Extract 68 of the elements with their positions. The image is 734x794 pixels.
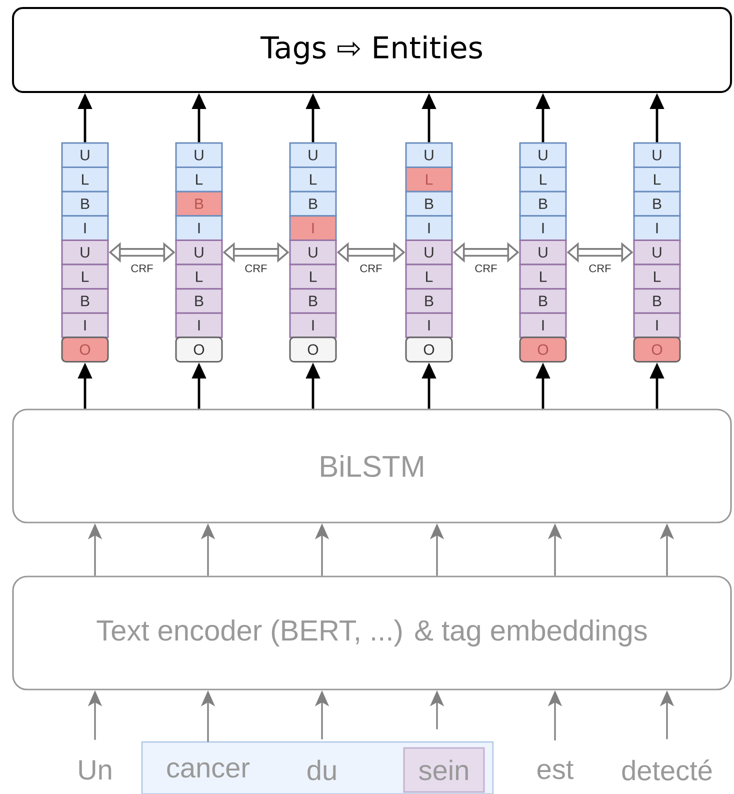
tag-cell: U [289, 239, 337, 266]
tag-cell: L [633, 166, 681, 192]
tag-cell: O [633, 336, 681, 362]
tag-cell: U [175, 142, 223, 168]
tag-cell: B [633, 288, 681, 314]
tag-cell: L [289, 166, 337, 192]
edge-label: CRF [475, 264, 497, 272]
highlighted-word: sein [403, 747, 485, 793]
tag-cell: B [61, 288, 109, 314]
tag-cell: U [175, 239, 223, 266]
tag-cell: I [289, 215, 337, 241]
tag-cell: U [633, 142, 681, 168]
edge-label: CRF [360, 264, 382, 272]
tag-cell: I [175, 215, 223, 241]
edge-label: CRF [131, 264, 153, 272]
encoder-box: Text encoder (BERT, ...) & tag embeddings [12, 576, 732, 690]
tag-cell: I [289, 312, 337, 338]
output-box: Tags ⇨ Entities [12, 7, 732, 93]
tag-cell: L [61, 264, 109, 290]
tag-cell: B [405, 288, 453, 314]
tag-cell: L [175, 264, 223, 290]
tag-cell: B [519, 190, 567, 217]
tag-cell: B [289, 190, 337, 217]
tag-cell: L [175, 166, 223, 192]
tag-cell: I [405, 312, 453, 338]
tag-cell: O [519, 336, 567, 362]
tag-cell: B [175, 288, 223, 314]
tag-cell: O [405, 336, 453, 362]
tag-cell: I [633, 312, 681, 338]
tag-cell: I [175, 312, 223, 338]
bilstm-box: BiLSTM [12, 408, 732, 524]
tag-cell: L [405, 264, 453, 290]
tag-cell: U [289, 142, 337, 168]
tag-cell: U [405, 142, 453, 168]
tag-cell: U [519, 142, 567, 168]
tag-cell: U [61, 142, 109, 168]
tag-cell: I [519, 215, 567, 241]
tag-cell: B [175, 190, 223, 217]
word: cancer [167, 762, 250, 778]
edge-label: CRF [589, 264, 611, 272]
tag-cell: I [519, 312, 567, 338]
tag-cell: B [405, 190, 453, 217]
tag-cell: I [405, 215, 453, 241]
tag-cell: U [405, 239, 453, 266]
word: est [538, 760, 574, 780]
tag-cell: L [289, 264, 337, 290]
tag-cell: U [519, 239, 567, 266]
tag-cell: I [61, 215, 109, 241]
tag-cell: L [405, 166, 453, 192]
tag-cell: U [61, 239, 109, 266]
tag-cell: L [61, 166, 109, 192]
edge-label: CRF [245, 264, 267, 272]
tag-cell: B [633, 190, 681, 217]
tag-cell: I [61, 312, 109, 338]
tag-cell: O [175, 336, 223, 362]
tag-cell: L [519, 264, 567, 290]
tag-cell: U [633, 239, 681, 266]
tag-cell: O [61, 336, 109, 362]
tag-cell: O [289, 336, 337, 362]
tag-cell: B [519, 288, 567, 314]
tag-cell: L [519, 166, 567, 192]
word: Un [79, 760, 112, 780]
tag-cell: I [633, 215, 681, 241]
tag-cell: B [289, 288, 337, 314]
tag-cell: L [633, 264, 681, 290]
tag-cell: B [61, 190, 109, 217]
word: du [308, 760, 336, 780]
word: detecté [622, 760, 712, 780]
